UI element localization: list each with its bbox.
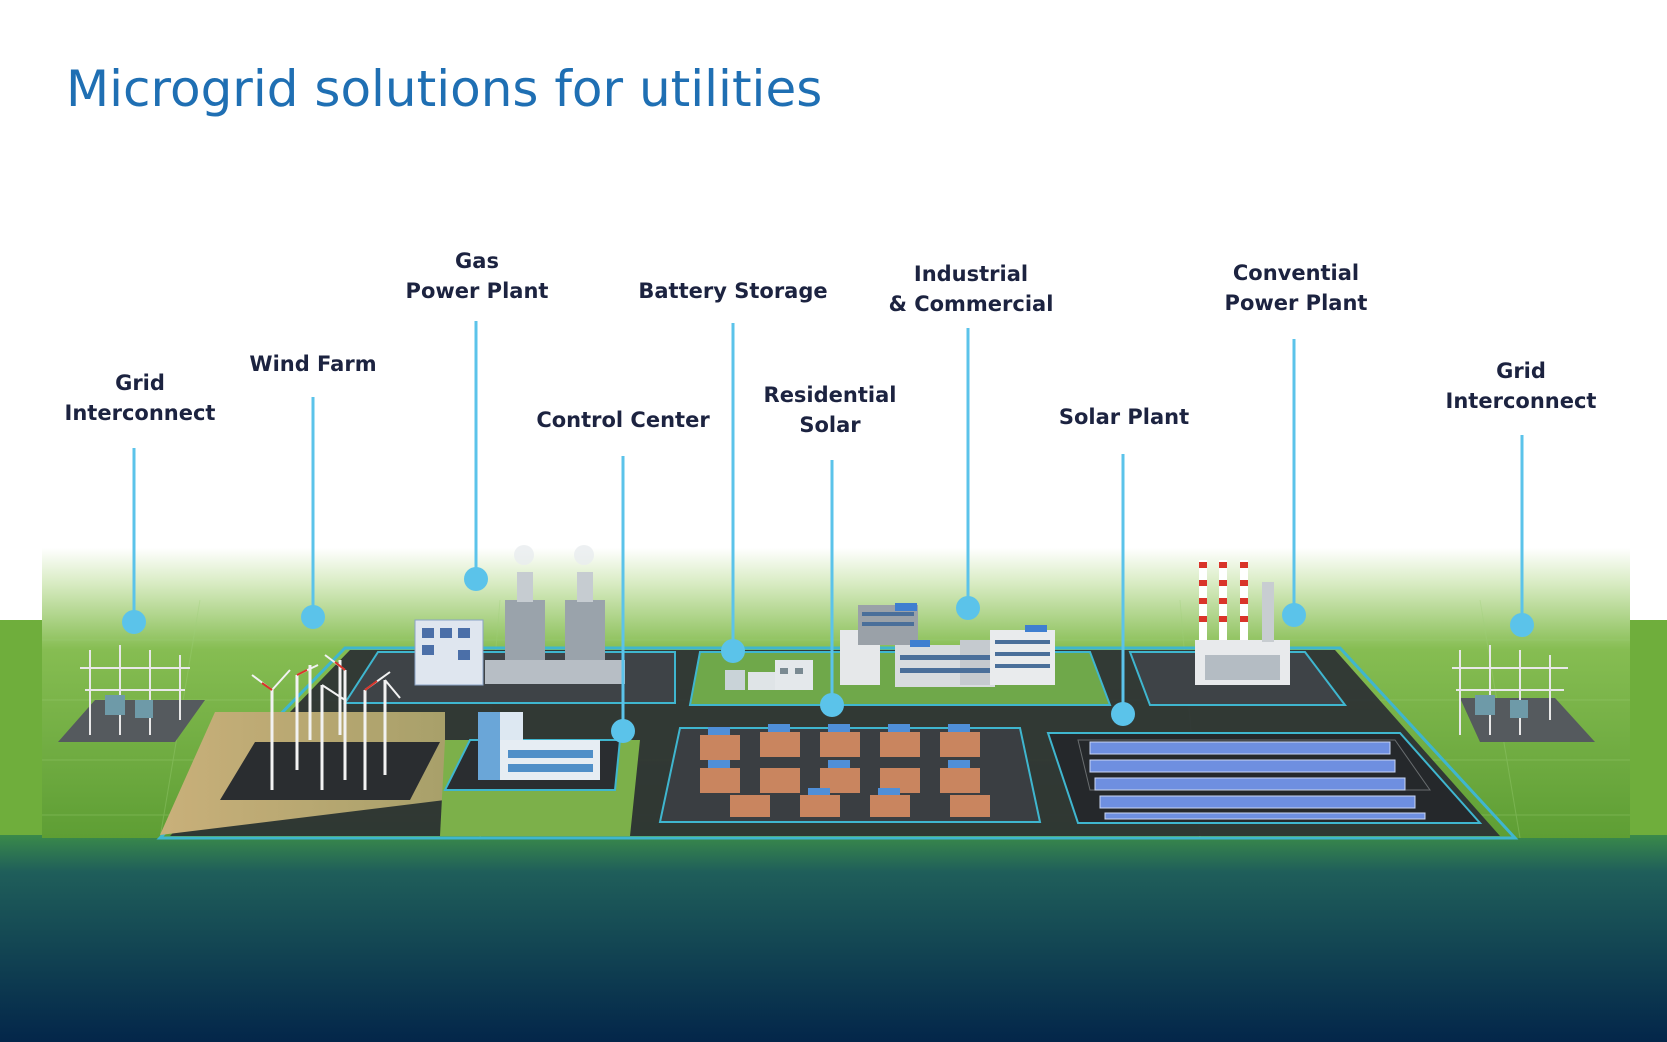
gas-power-plant-structure (414, 545, 625, 686)
label-line: Solar (799, 413, 861, 437)
solar-panels (1089, 741, 1426, 820)
label-line: Interconnect (64, 401, 216, 425)
label-line: & Commercial (888, 292, 1054, 316)
label-line: Battery Storage (638, 279, 828, 303)
industrial-buildings (840, 603, 1055, 687)
label-line: Gas (455, 249, 499, 273)
label-line: Industrial (913, 262, 1029, 286)
label-conventional-power-plant: Convential Power Plant (1225, 258, 1368, 318)
battery-storage-structure (725, 660, 813, 690)
label-line: Grid (1496, 359, 1546, 383)
control-center-building (478, 712, 600, 780)
label-battery-storage: Battery Storage (638, 276, 827, 306)
label-residential-solar: Residential Solar (764, 380, 897, 440)
wind-turbines (251, 654, 401, 790)
callout-dot-grid-right (1510, 613, 1534, 637)
callout-dot-conventional-plant (1282, 603, 1306, 627)
label-line: Control Center (536, 408, 710, 432)
callout-dot-residential-solar (820, 693, 844, 717)
callout-dot-solar-plant (1111, 702, 1135, 726)
callout-dot-industrial (956, 596, 980, 620)
label-wind-farm: Wind Farm (249, 349, 376, 379)
callout-dot-battery-storage (721, 639, 745, 663)
conventional-power-plant-structure (1195, 560, 1290, 685)
label-solar-plant: Solar Plant (1059, 402, 1189, 432)
residential-houses (700, 724, 990, 817)
base-gradient (0, 835, 1667, 1042)
grid-interconnect-left-structure (58, 645, 205, 742)
label-gas-power-plant: Gas Power Plant (406, 246, 549, 306)
solar-panels-base (1077, 739, 1431, 791)
grid-interconnect-right-structure (1452, 645, 1595, 742)
callouts (122, 321, 1534, 743)
label-grid-interconnect-left: Grid Interconnect (65, 368, 216, 428)
label-line: Solar Plant (1058, 405, 1190, 429)
label-grid-interconnect-right: Grid Interconnect (1446, 356, 1597, 416)
label-line: Grid (115, 371, 165, 395)
label-line: Convential (1232, 261, 1360, 285)
label-line: Residential (763, 383, 897, 407)
callout-dot-grid-left (122, 610, 146, 634)
label-control-center: Control Center (536, 405, 709, 435)
page-title: Microgrid solutions for utilities (66, 60, 823, 118)
callout-dot-gas-plant (464, 567, 488, 591)
label-line: Wind Farm (249, 352, 377, 376)
label-industrial-commercial: Industrial & Commercial (889, 259, 1054, 319)
label-line: Power Plant (405, 279, 549, 303)
label-line: Interconnect (1445, 389, 1597, 413)
wind-farm-pad (220, 742, 440, 800)
callout-dot-wind-farm (301, 605, 325, 629)
label-line: Power Plant (1224, 291, 1368, 315)
callout-dot-control-center (611, 719, 635, 743)
